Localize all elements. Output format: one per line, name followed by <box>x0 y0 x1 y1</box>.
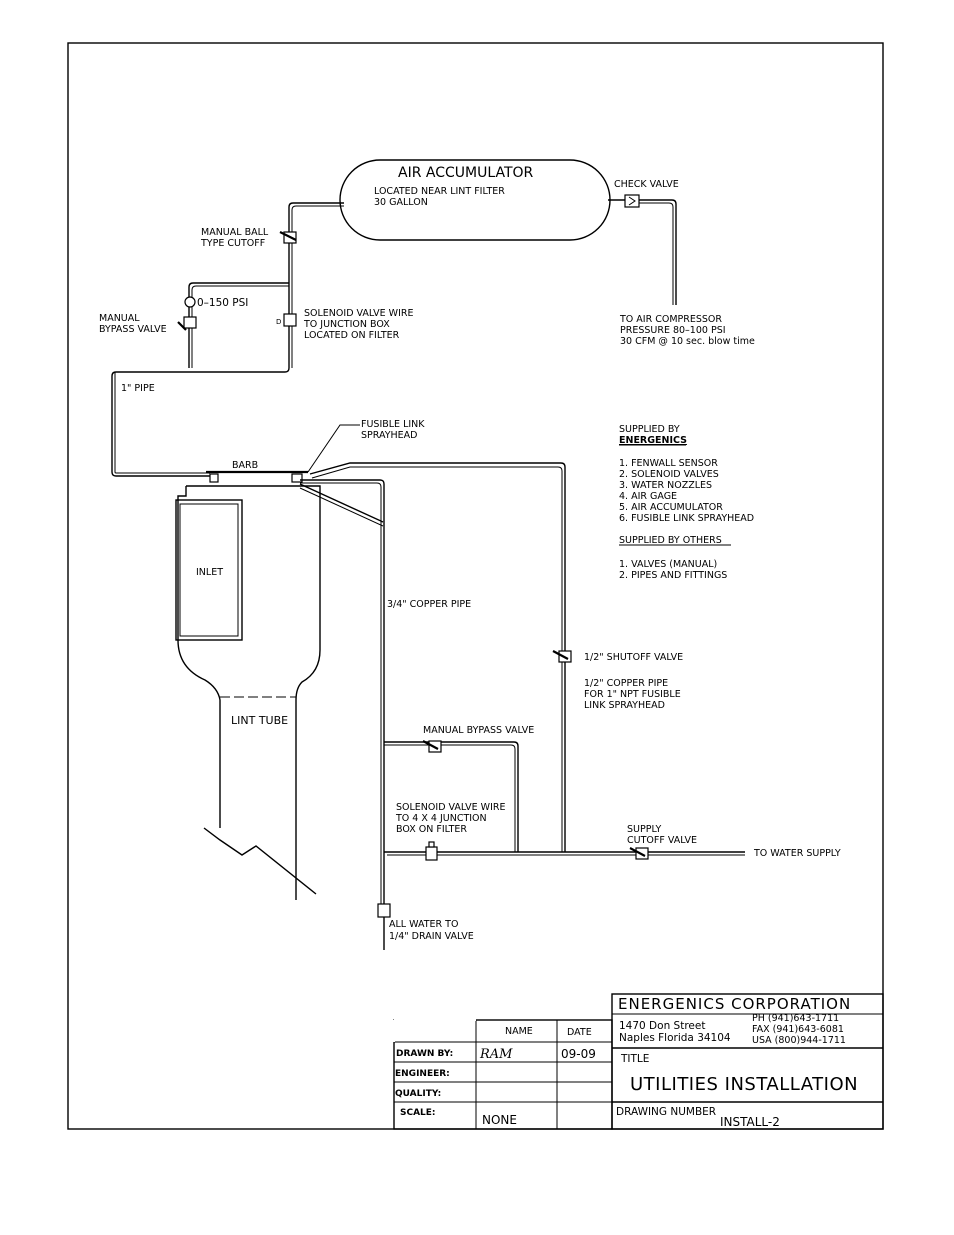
manual-bypass-top-label2: BYPASS VALVE <box>99 324 167 335</box>
supplied-item-3: 3. WATER NOZZLES <box>619 480 712 491</box>
copper-pipe-34 <box>300 479 385 905</box>
drain-label1: ALL WATER TO <box>389 919 458 930</box>
bypass-loop <box>188 282 289 368</box>
supplied-by-heading: SUPPLIED BY <box>619 424 680 435</box>
drawing-title: UTILITIES INSTALLATION <box>630 1074 858 1095</box>
quality-label: QUALITY: <box>395 1089 441 1099</box>
check-valve <box>624 194 640 208</box>
water-supply-label: TO WATER SUPPLY <box>753 848 841 859</box>
fusible-label2: SPRAYHEAD <box>361 430 418 441</box>
supplied-others-heading: SUPPLIED BY OTHERS <box>619 535 722 546</box>
lint-tube-label: LINT TUBE <box>231 714 288 727</box>
manual-ball-label2: TYPE CUTOFF <box>200 238 265 249</box>
drawing-number-label: DRAWING NUMBER <box>616 1106 716 1118</box>
solenoid-low-label1: SOLENOID VALVE WIRE <box>396 802 505 813</box>
supplied-item-5: 5. AIR ACCUMULATOR <box>619 502 723 513</box>
manual-bypass-top-label1: MANUAL <box>99 313 140 324</box>
drawn-by-signature: RAM <box>479 1047 513 1062</box>
manual-bypass-low-label: MANUAL BYPASS VALVE <box>423 725 534 736</box>
air-pipe-main <box>111 202 344 477</box>
title-label: TITLE <box>620 1053 649 1065</box>
supplied-item-6: 6. FUSIBLE LINK SPRAYHEAD <box>619 513 754 524</box>
others-item-1: 1. VALVES (MANUAL) <box>619 559 717 570</box>
manual-ball-label: MANUAL BALL <box>201 227 269 238</box>
date-header: DATE <box>567 1027 592 1038</box>
compressor-pipe <box>639 199 677 305</box>
svg-text:D: D <box>276 318 281 326</box>
supply-cutoff-label1: SUPPLY <box>627 824 661 835</box>
supplied-item-2: 2. SOLENOID VALVES <box>619 469 719 480</box>
pressure-gauge-icon <box>184 296 196 308</box>
address-line1: 1470 Don Street <box>619 1020 705 1032</box>
check-valve-arrow-icon <box>628 196 636 206</box>
name-header: NAME <box>505 1026 533 1037</box>
company-name: ENERGENICS CORPORATION <box>618 995 851 1013</box>
copper-12-label3: LINK SPRAYHEAD <box>584 700 665 711</box>
barb-label: BARB <box>232 460 258 471</box>
pipe-1in-label: 1" PIPE <box>121 383 155 394</box>
drain-valve <box>377 903 391 918</box>
bypass-valve-handle <box>177 321 187 331</box>
supplied-item-1: 1. FENWALL SENSOR <box>619 458 718 469</box>
inlet-box <box>175 499 243 641</box>
copper-pipe-12 <box>309 462 566 852</box>
compressor-label2: PRESSURE 80–100 PSI <box>620 325 726 336</box>
usa-number: USA (800)944-1711 <box>752 1035 846 1046</box>
filter-body-right <box>186 485 321 900</box>
compressor-label3: 30 CFM @ 10 sec. blow time <box>620 336 755 347</box>
solenoid-valve-lower <box>425 846 438 861</box>
air-pipe-inner2 <box>114 372 210 474</box>
manual-bypass-valve-top <box>183 316 197 329</box>
solenoid-low-label3: BOX ON FILTER <box>396 824 467 835</box>
inlet-label: INLET <box>196 567 223 578</box>
engineer-label: ENGINEER: <box>395 1069 450 1079</box>
solenoid-valve-top <box>283 313 297 327</box>
solenoid-top-label3: LOCATED ON FILTER <box>304 330 400 341</box>
supplied-by-company: ENERGENICS <box>619 435 687 446</box>
accumulator-line2: 30 GALLON <box>374 197 428 208</box>
others-item-2: 2. PIPES AND FITTINGS <box>619 570 727 581</box>
copper-12-label1: 1/2" COPPER PIPE <box>584 678 668 689</box>
drawn-date: 09-09 <box>561 1047 596 1061</box>
solenoid-top-label2: TO JUNCTION BOX <box>303 319 390 330</box>
check-valve-label: CHECK VALVE <box>614 179 679 190</box>
fusible-label1: FUSIBLE LINK <box>361 419 425 430</box>
compressor-label1: TO AIR COMPRESSOR <box>619 314 722 325</box>
accumulator-line1: LOCATED NEAR LINT FILTER <box>374 186 505 197</box>
shutoff-label: 1/2" SHUTOFF VALVE <box>584 652 683 663</box>
supplied-item-4: 4. AIR GAGE <box>619 491 677 502</box>
title-block <box>393 993 884 1130</box>
phone-number: PH (941)643-1711 <box>752 1013 839 1024</box>
accumulator-title: AIR ACCUMULATOR <box>398 165 534 181</box>
fax-number: FAX (941)643-6081 <box>752 1024 844 1035</box>
drawn-by-label: DRAWN BY: <box>396 1049 453 1059</box>
gauge-label: 0–150 PSI <box>197 297 248 309</box>
solenoid-top-label1: SOLENOID VALVE WIRE <box>304 308 413 319</box>
ball-valve-handle <box>279 231 297 241</box>
break-line <box>203 827 317 895</box>
filter-body-left <box>177 486 221 828</box>
scale-label: SCALE: <box>400 1108 436 1118</box>
supply-cutoff-label2: CUTOFF VALVE <box>627 835 697 846</box>
copper-12-label2: FOR 1" NPT FUSIBLE <box>584 689 681 700</box>
scale-value: NONE <box>482 1113 517 1127</box>
bypass-loop-lower <box>384 741 519 852</box>
copper-34-label: 3/4" COPPER PIPE <box>387 599 471 610</box>
solenoid-low-label2: TO 4 X 4 JUNCTION <box>395 813 487 824</box>
air-pipe-inner <box>291 205 344 368</box>
air-accumulator-tank <box>339 159 611 241</box>
drain-label2: 1/4" DRAIN VALVE <box>389 931 474 942</box>
drawing-border <box>67 42 884 1130</box>
address-line2: Naples Florida 34104 <box>619 1032 731 1044</box>
drawing-number-value: INSTALL-2 <box>720 1115 780 1129</box>
bypass-loop-inner <box>191 285 289 368</box>
